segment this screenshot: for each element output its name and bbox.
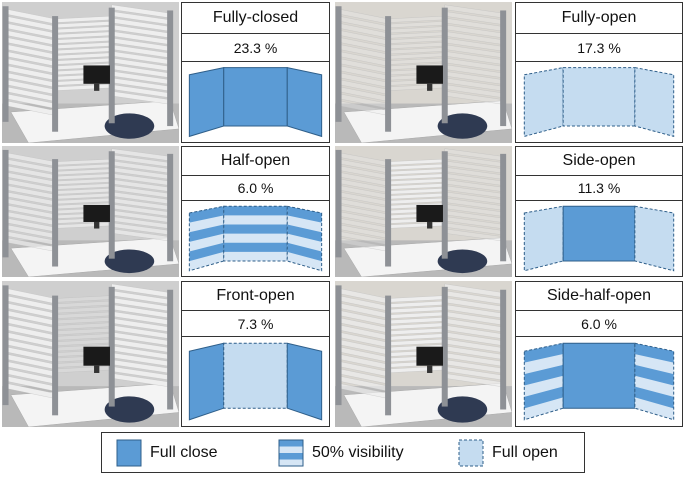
panel-right-close — [286, 342, 323, 421]
photo-side-open — [335, 146, 512, 277]
panel-percent-side-open: 11.3 % — [515, 175, 683, 201]
photo-fully-closed — [2, 2, 179, 143]
photo-fully-open — [335, 2, 512, 143]
legend-swatch-full-close — [116, 439, 142, 467]
booth-illustration — [2, 146, 179, 277]
legend-swatch-full-open — [458, 439, 484, 467]
partition-diagram — [523, 342, 675, 421]
legend-item-full-close: Full close — [116, 439, 218, 467]
panel-front-open — [223, 342, 288, 409]
legend-label-full-close: Full close — [150, 444, 218, 461]
panel-front-close — [223, 67, 288, 127]
panel-left-close — [188, 342, 225, 421]
panel-left-close — [188, 66, 225, 138]
legend-item-full-open: Full open — [458, 439, 558, 467]
diagram-fully-closed — [181, 61, 330, 143]
panel-front-half — [223, 205, 288, 262]
panel-right-close — [286, 66, 323, 138]
legend: Full close 50% visibility Full open — [101, 432, 585, 473]
diagram-fully-open — [515, 61, 683, 143]
partition-diagram — [523, 205, 675, 272]
panel-percent-front-open: 7.3 % — [181, 310, 330, 337]
partition-diagram — [523, 66, 675, 138]
legend-label-full-open: Full open — [492, 444, 558, 461]
panel-front-close — [562, 342, 636, 409]
partition-diagram — [188, 66, 323, 138]
partition-diagram — [188, 342, 323, 421]
booth-illustration — [2, 2, 179, 143]
panel-percent-side-half-open: 6.0 % — [515, 310, 683, 337]
panel-left-half — [523, 342, 564, 421]
panel-right-half — [286, 205, 323, 272]
partition-diagram — [188, 205, 323, 272]
panel-left-open — [523, 205, 564, 272]
panel-left-half — [188, 205, 225, 272]
photo-front-open — [2, 281, 179, 427]
diagram-side-open — [515, 200, 683, 277]
panel-percent-fully-open: 17.3 % — [515, 33, 683, 62]
legend-swatch-half — [278, 439, 304, 467]
panel-right-open — [634, 205, 675, 272]
panel-right-half — [634, 342, 675, 421]
diagram-half-open — [181, 200, 330, 277]
legend-item-half: 50% visibility — [278, 439, 404, 467]
panel-front-close — [562, 205, 636, 262]
diagram-front-open — [181, 336, 330, 427]
panel-title-half-open: Half-open — [181, 146, 330, 176]
photo-half-open — [2, 146, 179, 277]
panel-title-side-open: Side-open — [515, 146, 683, 176]
panel-front-open — [562, 67, 636, 127]
booth-illustration — [2, 281, 179, 427]
diagram-side-half-open — [515, 336, 683, 427]
panel-right-open — [634, 66, 675, 138]
booth-illustration — [335, 2, 512, 143]
panel-percent-fully-closed: 23.3 % — [181, 33, 330, 62]
panel-title-front-open: Front-open — [181, 281, 330, 311]
panel-title-fully-closed: Fully-closed — [181, 2, 330, 34]
panel-title-side-half-open: Side-half-open — [515, 281, 683, 311]
panel-percent-half-open: 6.0 % — [181, 175, 330, 201]
panel-title-fully-open: Fully-open — [515, 2, 683, 34]
booth-illustration — [335, 281, 512, 427]
booth-illustration — [335, 146, 512, 277]
panel-left-open — [523, 66, 564, 138]
photo-side-half-open — [335, 281, 512, 427]
legend-label-half: 50% visibility — [312, 444, 404, 461]
